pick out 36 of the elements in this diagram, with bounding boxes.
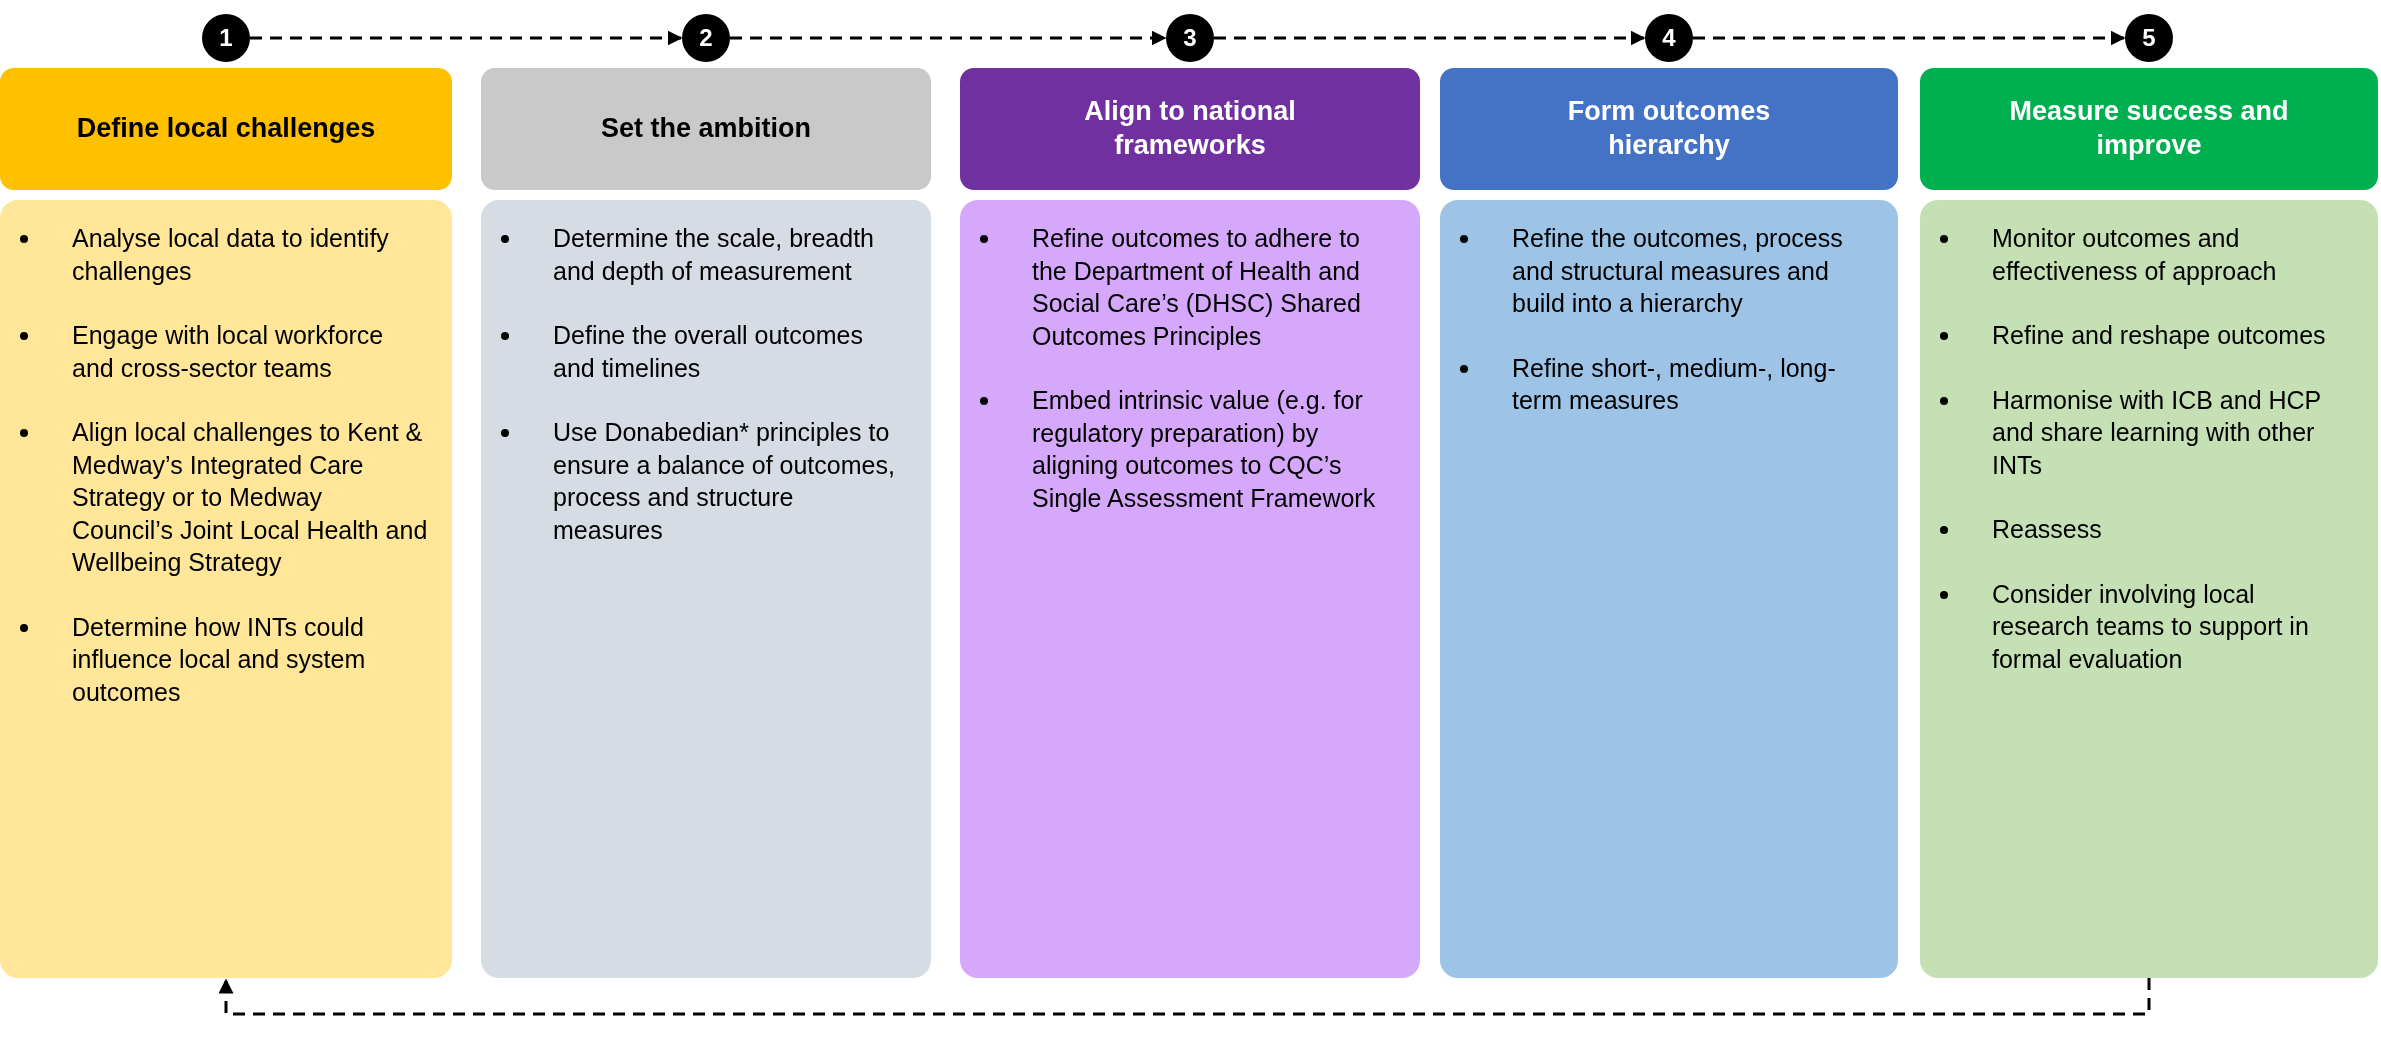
step-number-badge: 3 <box>1166 14 1214 62</box>
step-panel <box>481 200 931 978</box>
step-header: Align to national frameworks <box>960 68 1420 190</box>
step-panel <box>0 200 452 978</box>
bullet-text: Consider involving local research teams to support in formal evaluation <box>1992 578 2310 675</box>
bullet-text: Engage with local workforce and cross-sector teams <box>72 320 385 384</box>
bullet-text: Harmonise with ICB and HCP and share learning with other INTs <box>1992 384 2322 481</box>
bullet-text: Refine and reshape outcomes <box>1992 320 2326 351</box>
step-header: Define local challenges <box>0 68 452 190</box>
dashed-arrow <box>730 30 1167 46</box>
bullet-text: Embed intrinsic value (e.g. for regulatory preparation) by aligning outcomes to CQC’s Single Assessment Framework <box>1032 385 1377 514</box>
step-number-badge: 1 <box>202 14 250 62</box>
bullet-text: Define the overall outcomes and timelines <box>553 320 864 384</box>
dashed-arrow <box>1214 30 1646 46</box>
step-number-badge: 5 <box>2125 14 2173 62</box>
bullet-text: Refine the outcomes, process and structural measures and build into a hierarchy <box>1512 223 1844 319</box>
step-header: Measure success and improve <box>1920 68 2378 190</box>
bullet-text: Align local challenges to Kent & Medway’s Integrated Care Strategy or to Medway Council’s Joint Local Health and Wellbeing Strategy <box>72 417 428 578</box>
bullet-text: Reassess <box>1992 514 2102 545</box>
bullet-text: Refine outcomes to adhere to the Department of Health and Social Care’s (DHSC) Shared Outcomes Principles <box>1032 223 1362 352</box>
step-panel <box>1920 200 2378 978</box>
step-header: Form outcomes hierarchy <box>1440 68 1898 190</box>
dashed-arrow <box>218 978 2151 1016</box>
bullet-text: Refine short-, medium-, long-term measures <box>1512 352 1837 416</box>
bullet-text: Use Donabedian* principles to ensure a balance of outcomes, process and structure measures <box>553 417 896 546</box>
dashed-arrow <box>250 30 683 46</box>
step-number-badge: 4 <box>1645 14 1693 62</box>
step-number-badge: 2 <box>682 14 730 62</box>
step-panel <box>960 200 1420 978</box>
bullet-text: Determine the scale, breadth and depth of measurement <box>553 223 875 287</box>
bullet-text: Analyse local data to identify challenges <box>72 223 390 287</box>
step-panel <box>1440 200 1898 978</box>
bullet-text: Determine how INTs could influence local and system outcomes <box>72 611 367 708</box>
step-header: Set the ambition <box>481 68 931 190</box>
dashed-arrow <box>1693 30 2126 46</box>
bullet-text: Monitor outcomes and effectiveness of approach <box>1992 223 2278 287</box>
